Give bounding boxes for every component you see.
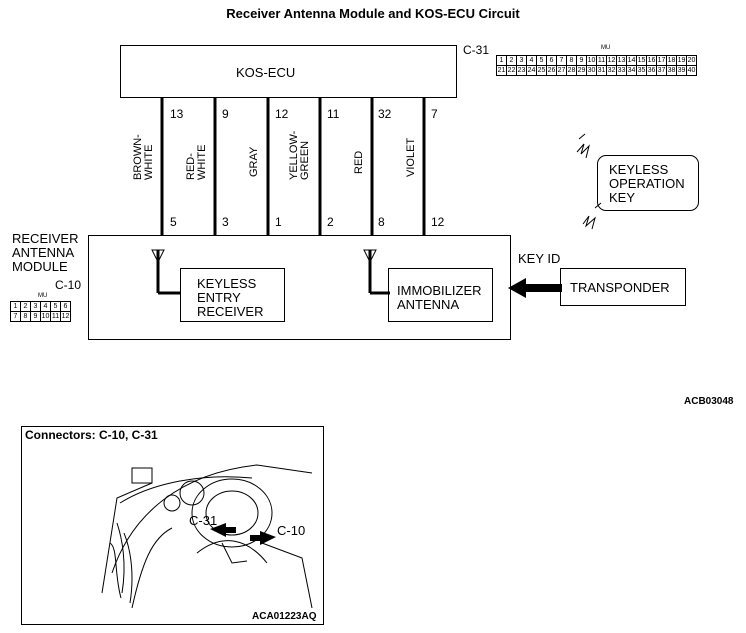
c10-pin-cell: 5 (50, 301, 61, 312)
wire-5-top-pin: 32 (378, 107, 392, 121)
key-id-label: KEY ID (518, 251, 561, 266)
wire-2-color-label: RED- WHITE (185, 144, 208, 180)
wire-3-color-label: GRAY (248, 146, 260, 177)
c10-connector-mu: MU (38, 293, 48, 299)
wire-4-bottom-pin: 2 (327, 215, 334, 229)
inset-c10-label: C-10 (277, 523, 306, 538)
c31-pin-cell: 40 (686, 65, 697, 76)
c10-pin-cell: 3 (30, 301, 41, 312)
wire-1-color-label: BROWN- WHITE (132, 134, 155, 180)
wire-2-bottom-pin: 3 (222, 215, 229, 229)
wire-2-top-pin: 9 (222, 107, 229, 121)
c10-pin-cell: 1 (10, 301, 21, 312)
ecu-connector-id: C-31 (463, 43, 490, 57)
inset-title: Connectors: C-10, C-31 (25, 428, 158, 442)
wire-5-bottom-pin: 8 (378, 215, 385, 229)
keyless-entry-receiver-box: KEYLESS ENTRY RECEIVER (180, 268, 285, 322)
wire-harness (160, 98, 426, 235)
c10-pin-cell: 9 (30, 311, 41, 322)
immobilizer-antenna-icon (363, 249, 390, 295)
keyless-receiver-antenna-icon (151, 249, 180, 295)
c31-connector-mu: MU (601, 45, 611, 51)
wire-6-color-label: VIOLET (405, 137, 417, 177)
wire-3-top-pin: 12 (275, 107, 289, 121)
keyless-entry-receiver-label: KEYLESS ENTRY RECEIVER (197, 276, 264, 319)
c10-pin-cell: 10 (40, 311, 51, 322)
transponder-label: TRANSPONDER (570, 280, 670, 295)
c10-pin-cell: 7 (10, 311, 21, 322)
connector-location-inset: Connectors: C-10, C-31 C-31 C-10 ACA0122… (21, 426, 324, 625)
module-label: RECEIVER ANTENNA MODULE (12, 231, 79, 274)
kos-ecu-box: KOS-ECU (120, 45, 457, 98)
c10-pin-cell: 11 (50, 311, 61, 322)
dashboard-illustration (101, 464, 313, 608)
c10-pin-cell: 4 (40, 301, 51, 312)
transponder-box: TRANSPONDER (560, 268, 686, 306)
immobilizer-antenna-label: IMMOBILIZER ANTENNA (397, 283, 482, 312)
module-connector-id: C-10 (55, 278, 82, 292)
wire-4-color-label: YELLOW- GREEN (288, 130, 311, 180)
inset-c31-label: C-31 (189, 513, 218, 528)
wire-6-top-pin: 7 (431, 107, 438, 121)
diagram-title: Receiver Antenna Module and KOS-ECU Circ… (226, 6, 520, 21)
wire-3-bottom-pin: 1 (275, 215, 282, 229)
c10-pin-cell: 6 (60, 301, 71, 312)
wire-5-color-label: RED (353, 150, 365, 174)
figure-code-main: ACB03048 (684, 396, 734, 407)
wire-1-top-pin: 13 (170, 107, 184, 121)
wire-4-top-pin: 11 (327, 107, 340, 121)
keyless-operation-key-box: KEYLESS OPERATION KEY (597, 155, 699, 211)
immobilizer-antenna-box: IMMOBILIZER ANTENNA (388, 268, 493, 322)
wire-1-bottom-pin: 5 (170, 215, 177, 229)
wire-6-bottom-pin: 12 (431, 215, 445, 229)
figure-code-inset: ACA01223AQ (252, 611, 317, 622)
c10-pin-cell: 12 (60, 311, 71, 322)
key-id-arrow-icon (508, 278, 562, 298)
kos-ecu-label: KOS-ECU (236, 65, 296, 80)
keyless-operation-key-label: KEYLESS OPERATION KEY (609, 162, 685, 205)
wireless-signal-icon (576, 133, 602, 230)
c10-pin-cell: 2 (20, 301, 31, 312)
c10-pin-cell: 8 (20, 311, 31, 322)
